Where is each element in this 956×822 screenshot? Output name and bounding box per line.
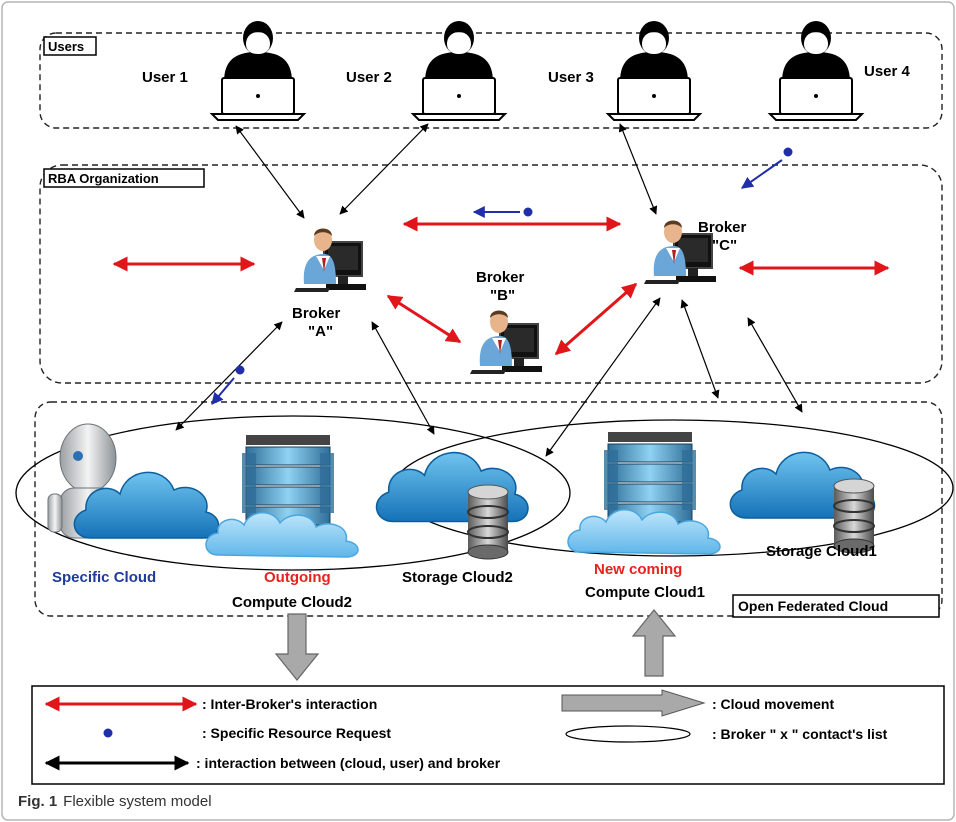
users-group bbox=[39, 32, 943, 129]
user-broker-arrows bbox=[175, 123, 803, 457]
rba-group bbox=[39, 164, 943, 384]
rba-group-label: RBA Organization bbox=[48, 171, 159, 186]
new-coming-label: New coming bbox=[594, 561, 682, 578]
user-4-label: User 4 bbox=[864, 63, 911, 80]
legend-movement-symbol bbox=[561, 689, 706, 717]
legend-request-label: : Specific Resource Request bbox=[202, 725, 391, 741]
federated-group bbox=[34, 401, 943, 617]
user-3-label: User 3 bbox=[548, 69, 594, 86]
legend-contact-label: : Broker " x " contact's list bbox=[712, 726, 888, 742]
resource-request-arrows bbox=[211, 147, 793, 405]
cloud-movement-arrows bbox=[274, 609, 677, 681]
broker-a-label-2: "A" bbox=[308, 323, 333, 340]
user-2-icon bbox=[412, 20, 506, 121]
compute-cloud-1-icon bbox=[567, 431, 721, 555]
broker-a-contact-ellipse bbox=[15, 415, 571, 571]
broker-a-label-1: Broker bbox=[292, 305, 341, 322]
outgoing-label: Outgoing bbox=[264, 569, 331, 586]
compute-cloud-2-label: Compute Cloud2 bbox=[232, 594, 352, 611]
user-4-icon bbox=[769, 20, 863, 121]
figure-caption: Fig. 1 Flexible system model bbox=[18, 793, 212, 810]
legend-interaction-label: : interaction between (cloud, user) and … bbox=[196, 755, 501, 771]
inter-broker-arrows bbox=[112, 216, 890, 356]
broker-c-label-1: Broker bbox=[698, 219, 747, 236]
broker-a-icon bbox=[293, 227, 367, 293]
specific-cloud-label: Specific Cloud bbox=[52, 569, 156, 586]
compute-cloud-2-icon bbox=[205, 434, 359, 558]
legend-inter-broker-label: : Inter-Broker's interaction bbox=[202, 696, 377, 712]
legend-movement-label: : Cloud movement bbox=[712, 696, 834, 712]
specific-cloud-icon bbox=[47, 423, 220, 539]
legend-request-symbol bbox=[103, 728, 113, 738]
broker-c-label-2: "C" bbox=[712, 237, 737, 254]
user-3-icon bbox=[607, 20, 701, 121]
figure-caption-text: Flexible system model bbox=[63, 793, 212, 810]
storage-cloud-1-icon bbox=[729, 451, 876, 554]
user-1-label: User 1 bbox=[142, 69, 188, 86]
storage-cloud-2-label: Storage Cloud2 bbox=[402, 569, 513, 586]
broker-b-icon bbox=[469, 309, 543, 375]
compute-cloud-1-label: Compute Cloud1 bbox=[585, 584, 705, 601]
users-group-label: Users bbox=[48, 39, 84, 54]
federated-group-label: Open Federated Cloud bbox=[738, 598, 888, 614]
storage-cloud-2-icon bbox=[375, 451, 529, 560]
broker-b-label-1: Broker bbox=[476, 269, 525, 286]
figure-caption-label: Fig. 1 bbox=[18, 793, 58, 810]
storage-cloud-1-label: Storage Cloud1 bbox=[766, 543, 877, 560]
user-1-icon bbox=[211, 20, 305, 121]
legend-contact-symbol bbox=[565, 725, 691, 743]
broker-b-label-2: "B" bbox=[490, 287, 515, 304]
user-2-label: User 2 bbox=[346, 69, 392, 86]
